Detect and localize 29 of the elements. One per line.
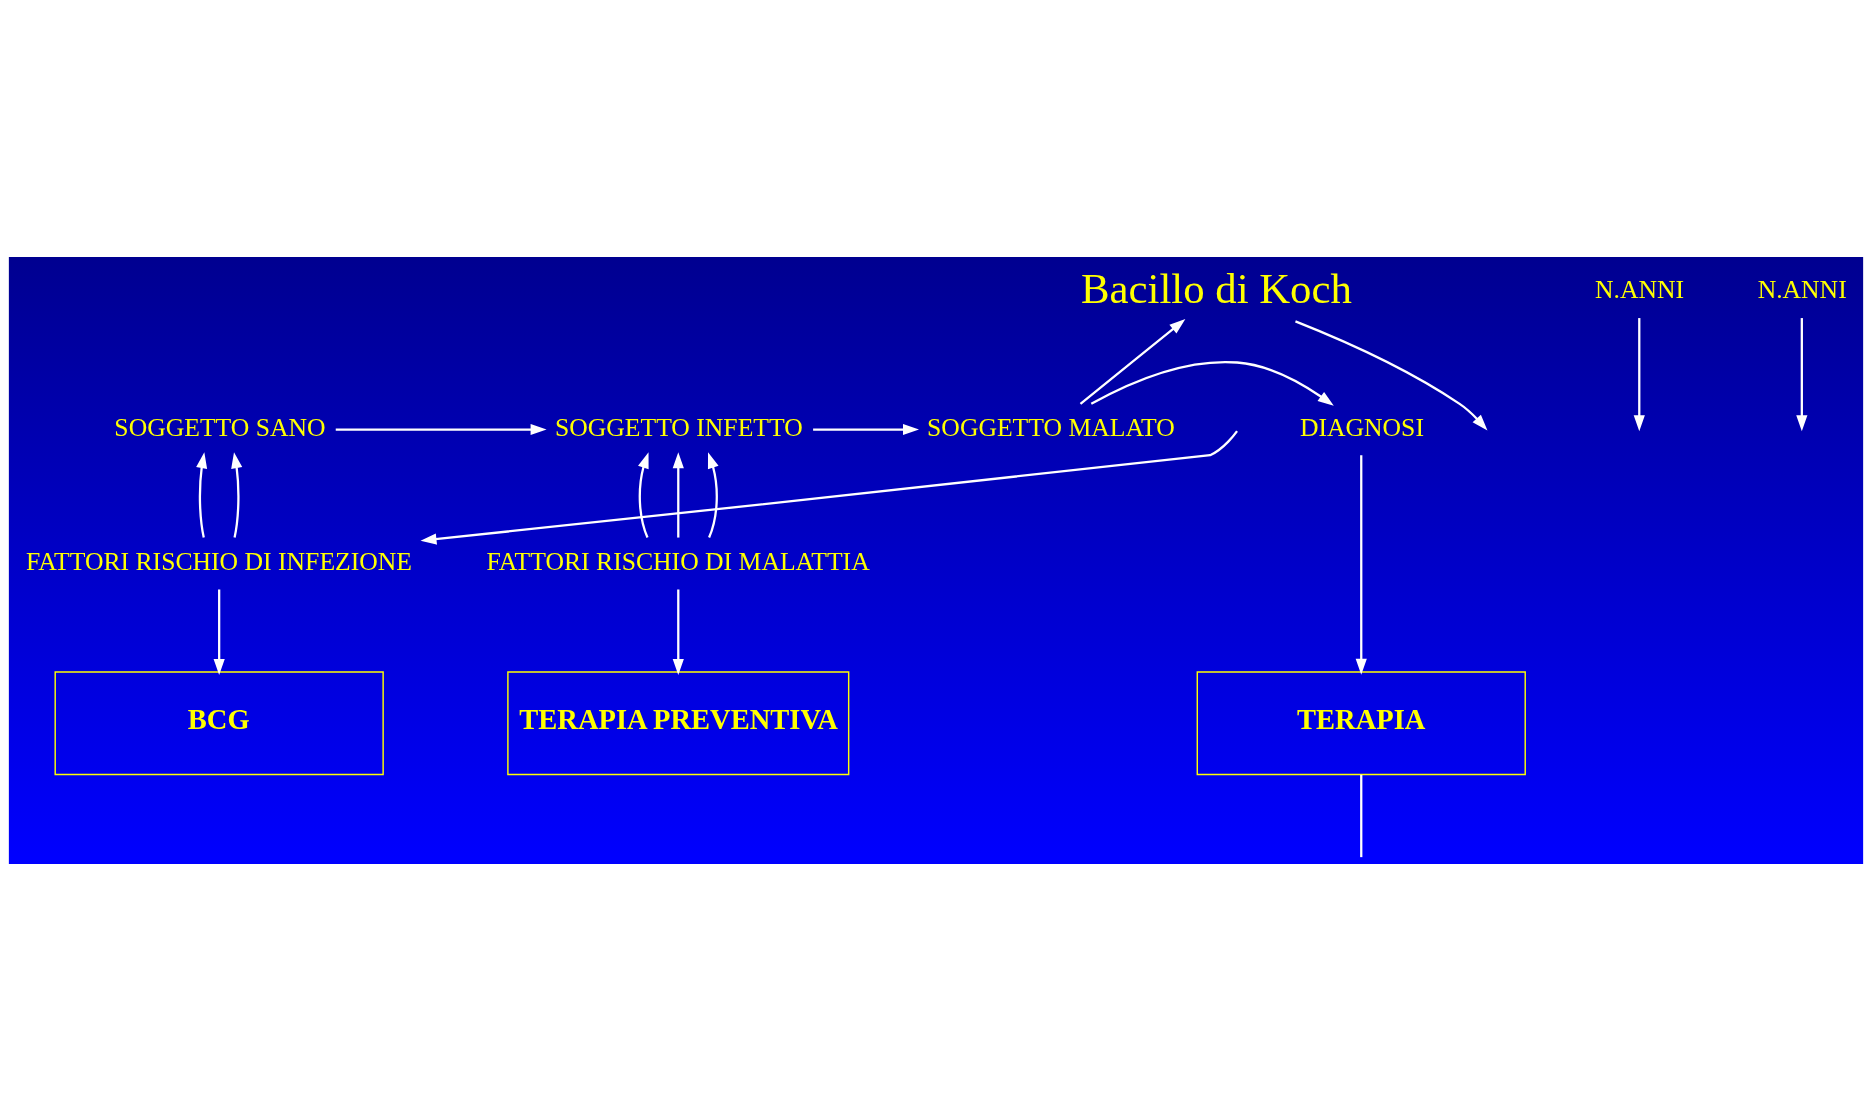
arrow <box>1355 454 1367 675</box>
node-text: SOGGETTO INFETTO <box>554 412 803 442</box>
arrow <box>672 451 684 538</box>
arrow <box>1633 317 1645 431</box>
arrow <box>420 429 1238 545</box>
node-box: TERAPIA <box>1196 670 1526 775</box>
arrow <box>707 451 719 538</box>
arrow <box>1079 318 1186 405</box>
connector <box>1360 774 1363 857</box>
node-text: SOGGETTO SANO <box>114 412 326 442</box>
arrow <box>213 589 225 675</box>
node-text: SOGGETTO MALATO <box>927 412 1175 442</box>
arrow <box>196 451 208 538</box>
arrow <box>231 451 243 538</box>
arrow <box>1796 317 1808 431</box>
node-text: FATTORI RISCHIO DI INFEZIONE <box>25 546 412 576</box>
arrow <box>813 423 919 435</box>
node-text: FATTORI RISCHIO DI MALATTIA <box>486 546 870 576</box>
arrow <box>1295 319 1488 430</box>
arrow <box>672 589 684 675</box>
node-box: TERAPIA PREVENTIVA <box>507 670 850 775</box>
arrow <box>1090 360 1334 406</box>
node-text: N.ANNI <box>1757 274 1847 304</box>
arrow <box>638 451 649 538</box>
arrow <box>335 423 547 435</box>
node-text: N.ANNI <box>1595 274 1685 304</box>
node-box: BCG <box>54 670 384 775</box>
node-text: Bacillo di Koch <box>1081 264 1352 312</box>
node-text: DIAGNOSI <box>1299 412 1424 442</box>
